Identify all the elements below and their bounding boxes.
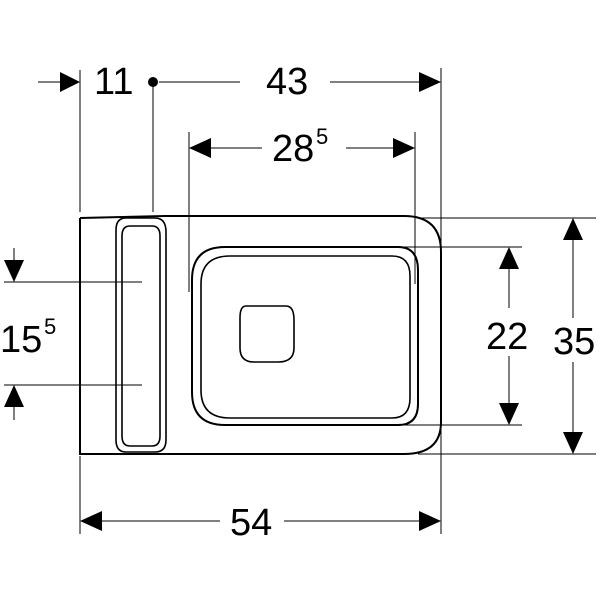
- dim-11-label: 11: [94, 61, 133, 103]
- extension-lines: [4, 68, 596, 534]
- dim-28-5: 28 5: [189, 124, 415, 170]
- dim-28-5-right-arrow: [393, 138, 415, 158]
- axis-point: [148, 77, 158, 87]
- dim-22-top-arrow: [499, 247, 519, 269]
- dim-35-top-arrow: [563, 218, 583, 240]
- dim-22-bottom-arrow: [499, 403, 519, 425]
- dim-15-5: 15 5: [0, 248, 56, 420]
- dim-15-5-bottom-arrow: [4, 385, 24, 407]
- dim-35: 35: [553, 218, 595, 454]
- dim-54-right-arrow: [419, 511, 441, 531]
- dim-43-label: 43: [266, 61, 308, 103]
- dim-22: 22: [486, 247, 528, 425]
- bowl-rim: [191, 246, 419, 426]
- wall-back-plate: [79, 218, 165, 455]
- dim-28-5-left-arrow: [189, 138, 211, 158]
- dim-22-label: 22: [486, 316, 528, 358]
- dim-15-5-label: 15: [0, 319, 42, 361]
- dim-15-5-sup: 5: [44, 314, 56, 339]
- dim-11: 11: [38, 61, 158, 103]
- rear-cover-inner: [121, 225, 161, 447]
- bowl-outer-contour: [79, 215, 442, 455]
- toilet-outline: [79, 215, 442, 455]
- dim-35-label: 35: [553, 321, 595, 363]
- dim-35-bottom-arrow: [563, 432, 583, 454]
- dim-11-arrow: [60, 72, 80, 92]
- dim-15-5-top-arrow: [4, 260, 24, 282]
- dim-54-left-arrow: [80, 511, 102, 531]
- seat-inner: [200, 255, 411, 419]
- dim-54: 54: [80, 502, 441, 544]
- flush-hole: [239, 305, 295, 363]
- dim-28-5-label: 28: [272, 128, 314, 170]
- dim-28-5-sup: 5: [316, 124, 328, 149]
- dim-54-label: 54: [230, 502, 272, 544]
- dim-43-arrow: [419, 72, 441, 92]
- dim-43: 43: [159, 61, 441, 103]
- rear-cover: [115, 217, 167, 453]
